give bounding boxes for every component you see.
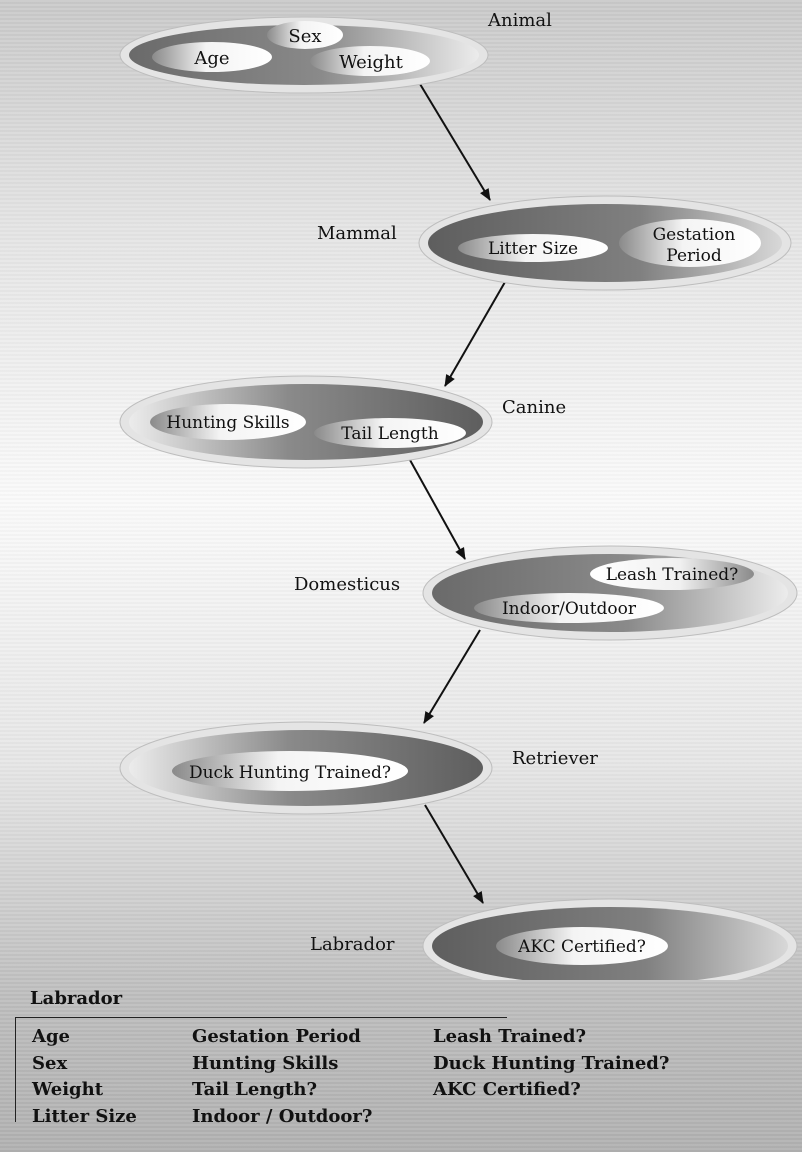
- attr-label: Weight: [339, 52, 404, 73]
- arrow-animal-mammal: [419, 83, 491, 201]
- attr-label: Age: [193, 48, 229, 69]
- arrow-mammal-canine: [444, 281, 506, 387]
- node-label: Labrador: [310, 934, 395, 955]
- attr-pill: [314, 418, 466, 448]
- node-canine: Hunting Skills Tail Length Canine: [119, 375, 566, 469]
- summary-item: Weight: [32, 1079, 104, 1100]
- node-label: Mammal: [317, 223, 397, 244]
- attr-pill: [474, 593, 664, 623]
- attr-pill: [267, 21, 343, 49]
- attr-label: Hunting Skills: [166, 413, 289, 433]
- summary-item: Duck Hunting Trained?: [433, 1052, 670, 1074]
- summary-item: Age: [32, 1026, 71, 1047]
- attr-label: Litter Size: [488, 239, 578, 259]
- summary-divider: [15, 1017, 16, 1122]
- inheritance-diagram: Sex Age Weight Animal Litter Size Gestat…: [119, 10, 798, 980]
- arrow-canine-domesticus: [409, 459, 466, 560]
- node-label: Canine: [502, 397, 566, 418]
- node-label: Animal: [487, 10, 552, 31]
- node-labrador: AKC Certified? Labrador: [310, 898, 798, 980]
- summary-item: Indoor / Outdoor?: [192, 1105, 373, 1127]
- attr-pill: [619, 219, 761, 267]
- node-retriever: Duck Hunting Trained? Retriever: [119, 721, 598, 815]
- attr-label: Sex: [288, 26, 321, 47]
- attr-pill: [496, 927, 668, 965]
- summary-item: Hunting Skills: [192, 1052, 339, 1074]
- attr-label: Duck Hunting Trained?: [189, 763, 391, 783]
- summary-divider: [15, 1017, 507, 1018]
- summary-column-3: Leash Trained? Duck Hunting Trained? AKC…: [433, 1024, 669, 1104]
- summary-title: Labrador: [30, 988, 123, 1009]
- attr-label: Tail Length: [341, 424, 438, 444]
- attr-label: Indoor/Outdoor: [502, 599, 637, 619]
- attr-pill: [458, 234, 608, 262]
- attr-label: AKC Certified?: [517, 937, 646, 957]
- node-label: Retriever: [512, 748, 598, 769]
- attr-pill: [152, 42, 272, 72]
- summary-item: Sex: [32, 1052, 68, 1074]
- summary-item: Leash Trained?: [433, 1026, 586, 1047]
- attr-pill: [150, 404, 306, 440]
- attr-pill: [172, 751, 408, 791]
- node-label: Domesticus: [294, 574, 400, 595]
- arrow-domesticus-retriever: [423, 629, 481, 724]
- summary-item: Gestation Period: [192, 1026, 361, 1047]
- attr-pill: [590, 558, 754, 590]
- summary-column-2: Gestation Period Hunting Skills Tail Len…: [192, 1024, 372, 1130]
- attr-pill: [310, 46, 430, 76]
- node-domesticus: Leash Trained? Indoor/Outdoor Domesticus: [294, 545, 798, 641]
- summary-item: AKC Certified?: [433, 1079, 581, 1100]
- arrow-retriever-labrador: [424, 804, 484, 904]
- summary-item: Tail Length?: [192, 1079, 318, 1100]
- arrows: [409, 83, 506, 904]
- summary-item: Litter Size: [32, 1105, 137, 1127]
- summary-column-1: Age Sex Weight Litter Size: [32, 1024, 137, 1130]
- attr-label: Leash Trained?: [606, 565, 739, 585]
- node-animal: Sex Age Weight Animal: [119, 10, 552, 94]
